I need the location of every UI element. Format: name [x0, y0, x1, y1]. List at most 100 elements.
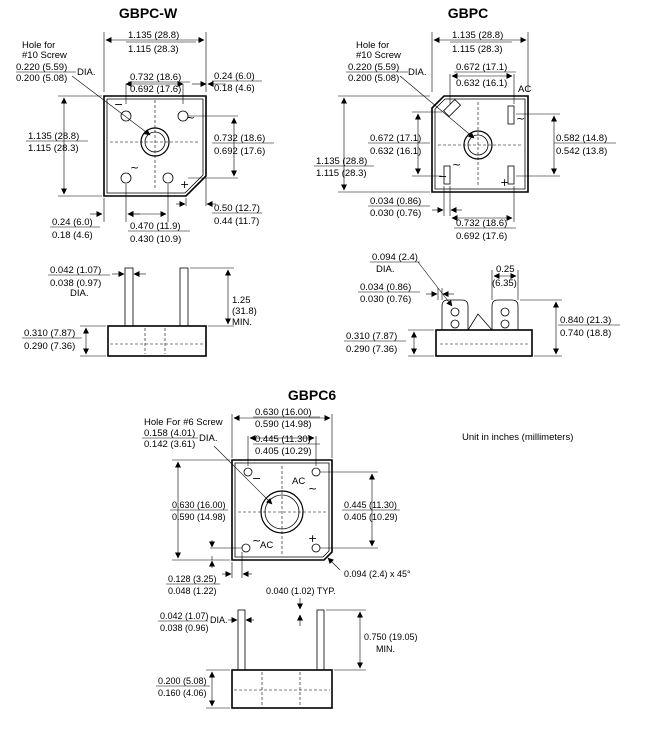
gbpcw-edge-min: 0.18 (4.6) [214, 83, 255, 94]
unit-note: Unit in inches (millimeters) [462, 432, 573, 443]
gbpc-hole2-dia: 0.094 (2.4) [372, 252, 418, 263]
gbpc6-height-min: 0.590 (14.98) [172, 512, 226, 522]
gbpcw-top-width-max: 1.135 (28.8) [128, 30, 179, 41]
gbpc-hole-dia-min: 0.200 (5.08) [348, 73, 399, 84]
gbpc6-right-spacing-max: 0.445 (11.30) [344, 500, 397, 510]
gbpcw-height-max: 1.135 (28.8) [28, 131, 79, 142]
gbpcw-hole-dia-min: 0.200 (5.08) [16, 73, 67, 84]
gbpcw-hole-note-2: #10 Screw [22, 50, 67, 61]
gbpcw-pin-4 [162, 172, 174, 184]
gbpc6-pin-spacing-max: 0.445 (11.30) [255, 434, 311, 445]
gbpc6-height-side-max: 0.200 (5.08) [158, 676, 207, 686]
gbpcw-pin-spacing-max: 0.732 (18.6) [130, 72, 181, 83]
gbpc-hole2-dia-label: DIA. [376, 264, 394, 275]
gbpcw-height-min: 1.115 (28.3) [28, 143, 79, 154]
gbpcw-bottom-spacing-max: 0.470 (11.9) [130, 221, 181, 232]
gbpcw-bottom-spacing-min: 0.430 (10.9) [130, 234, 181, 245]
gbpc-top-width-min: 1.115 (28.3) [452, 44, 503, 55]
gbpc-section: GBPC 1.135 (28.8) 1.115 (28.3) Hole for … [314, 5, 620, 357]
gbpc6-pin-1 [243, 467, 253, 477]
gbpc6-ac-label-1: AC [292, 476, 305, 487]
gbpc-hole-note-2: #10 Screw [356, 50, 401, 61]
gbpc-right-spacing-min: 0.542 (13.8) [556, 146, 607, 157]
gbpc-hole-dia-max: 0.220 (5.59) [348, 62, 399, 73]
gbpc-side-terminal-1 [441, 299, 469, 330]
gbpc-ac-label: AC [518, 84, 531, 95]
gbpc-height-side-min: 0.290 (7.36) [346, 344, 397, 355]
gbpc-left-spacing-min: 0.632 (16.1) [370, 146, 421, 157]
gbpcw-bottom-edge-max: 0.24 (6.0) [52, 217, 93, 228]
gbpc6-dia-label: DIA. [199, 433, 217, 444]
gbpc6-pin-spacing-min: 0.405 (10.29) [255, 446, 312, 457]
gbpc-top-spacing-min: 0.632 (16.1) [456, 78, 507, 89]
gbpc6-ac-symbol-2: ~ [252, 534, 261, 547]
gbpc6-right-spacing-min: 0.405 (10.29) [344, 512, 398, 522]
gbpcw-lead-len-1: 1.25 [232, 295, 251, 306]
gbpc-term-spacing-1: 0.25 [496, 264, 515, 275]
gbpc-term-width-min: 0.030 (0.76) [370, 208, 421, 219]
gbpc-total-height-min: 0.740 (18.8) [560, 328, 611, 339]
gbpcw-hole-dia-max: 0.220 (5.59) [16, 62, 67, 73]
gbpc6-lead-dia-max: 0.042 (1.07) [160, 611, 209, 621]
gbpc6-chamfer: 0.094 (2.4) x 45° [344, 569, 411, 579]
gbpc6-ac-label-2: AC [260, 540, 273, 551]
gbpcw-chamfer-max: 0.50 (12.7) [214, 203, 260, 214]
gbpc6-hole-dia-max: 0.158 (4.01) [144, 428, 195, 439]
gbpc-bottom-spacing-max: 0.732 (18.6) [456, 218, 507, 229]
gbpc6-pin-3 [241, 543, 251, 553]
gbpc-total-height-max: 0.840 (21.3) [560, 315, 611, 326]
gbpc6-lead-dia-min: 0.038 (0.96) [160, 623, 209, 633]
gbpc-side-body [435, 329, 533, 357]
gbpcw-lead-2 [179, 267, 189, 327]
gbpc-height-side-max: 0.310 (7.87) [346, 331, 397, 342]
gbpc-height-min: 1.115 (28.3) [316, 168, 367, 179]
gbpcw-right-spacing-min: 0.692 (17.6) [214, 146, 265, 157]
gbpcw-lead-1 [124, 267, 134, 327]
gbpc-dia-label: DIA. [408, 67, 426, 78]
gbpc6-section: GBPC6 0.630 (16.00) 0.590 (14.98) Hole F… [142, 387, 418, 709]
gbpcw-height-side-max: 0.310 (7.87) [24, 328, 75, 339]
gbpcw-lead-len-2: (31.8) [232, 306, 257, 317]
gbpc6-lead-len-min: MIN. [376, 644, 395, 654]
gbpcw-plus-symbol: + [180, 178, 189, 191]
gbpcw-bottom-edge-min: 0.18 (4.6) [52, 230, 93, 241]
gbpcw-title: GBPC-W [119, 5, 178, 21]
gbpcw-lead-dia-max: 0.042 (1.07) [50, 265, 101, 276]
gbpc6-hole-note: Hole For #6 Screw [144, 417, 223, 428]
gbpcw-section: GBPC-W 1.135 (28.8) 1.115 (28.3) Hole fo… [16, 5, 274, 357]
gbpc-body [431, 95, 529, 193]
gbpc-term-spacing-2: (6.35) [492, 278, 517, 289]
gbpc-term-width2-min: 0.030 (0.76) [360, 294, 411, 305]
gbpc-side-terminal-2 [491, 299, 519, 330]
gbpc6-lead-1 [237, 609, 246, 671]
gbpc-ac-symbol-1: ~ [516, 112, 525, 125]
gbpc6-minus-symbol: − [252, 472, 261, 485]
gbpcw-height-side-min: 0.290 (7.36) [24, 341, 75, 352]
gbpc6-body [231, 459, 333, 561]
gbpcw-ac-symbol-2: ~ [130, 161, 139, 174]
gbpc6-lead-2 [316, 609, 325, 671]
gbpc-ac-symbol-2: ~ [452, 158, 461, 171]
gbpcw-pin-1 [120, 110, 132, 122]
gbpcw-chamfer-min: 0.44 (11.7) [214, 216, 259, 227]
gbpc6-ac-symbol-1: ~ [308, 482, 317, 495]
gbpcw-dia-label: DIA. [77, 67, 95, 78]
gbpc-left-spacing-max: 0.672 (17.1) [370, 133, 421, 144]
gbpc-plus-symbol: + [500, 176, 509, 189]
gbpcw-edge-max: 0.24 (6.0) [214, 71, 255, 82]
gbpcw-ac-symbol-1: ~ [186, 111, 195, 124]
gbpcw-pin-spacing-min: 0.692 (17.6) [130, 84, 181, 95]
gbpc-title: GBPC [448, 5, 488, 21]
gbpc-terminal-2 [507, 105, 515, 125]
gbpc6-height-side-min: 0.160 (4.06) [158, 688, 207, 698]
gbpc-terminal-1 [442, 98, 462, 118]
gbpc6-side-body [231, 669, 333, 709]
gbpc6-top-width-min: 0.590 (14.98) [255, 419, 312, 430]
gbpc6-hole-dia-min: 0.142 (3.61) [144, 439, 195, 450]
gbpc6-pin-4 [311, 543, 321, 553]
gbpc-terminal-3 [443, 165, 451, 185]
gbpc-bottom-spacing-min: 0.692 (17.6) [456, 231, 507, 242]
gbpcw-side-body [107, 325, 207, 357]
gbpc6-lead-len: 0.750 (19.05) [364, 632, 418, 642]
gbpc6-pin-2 [311, 467, 321, 477]
